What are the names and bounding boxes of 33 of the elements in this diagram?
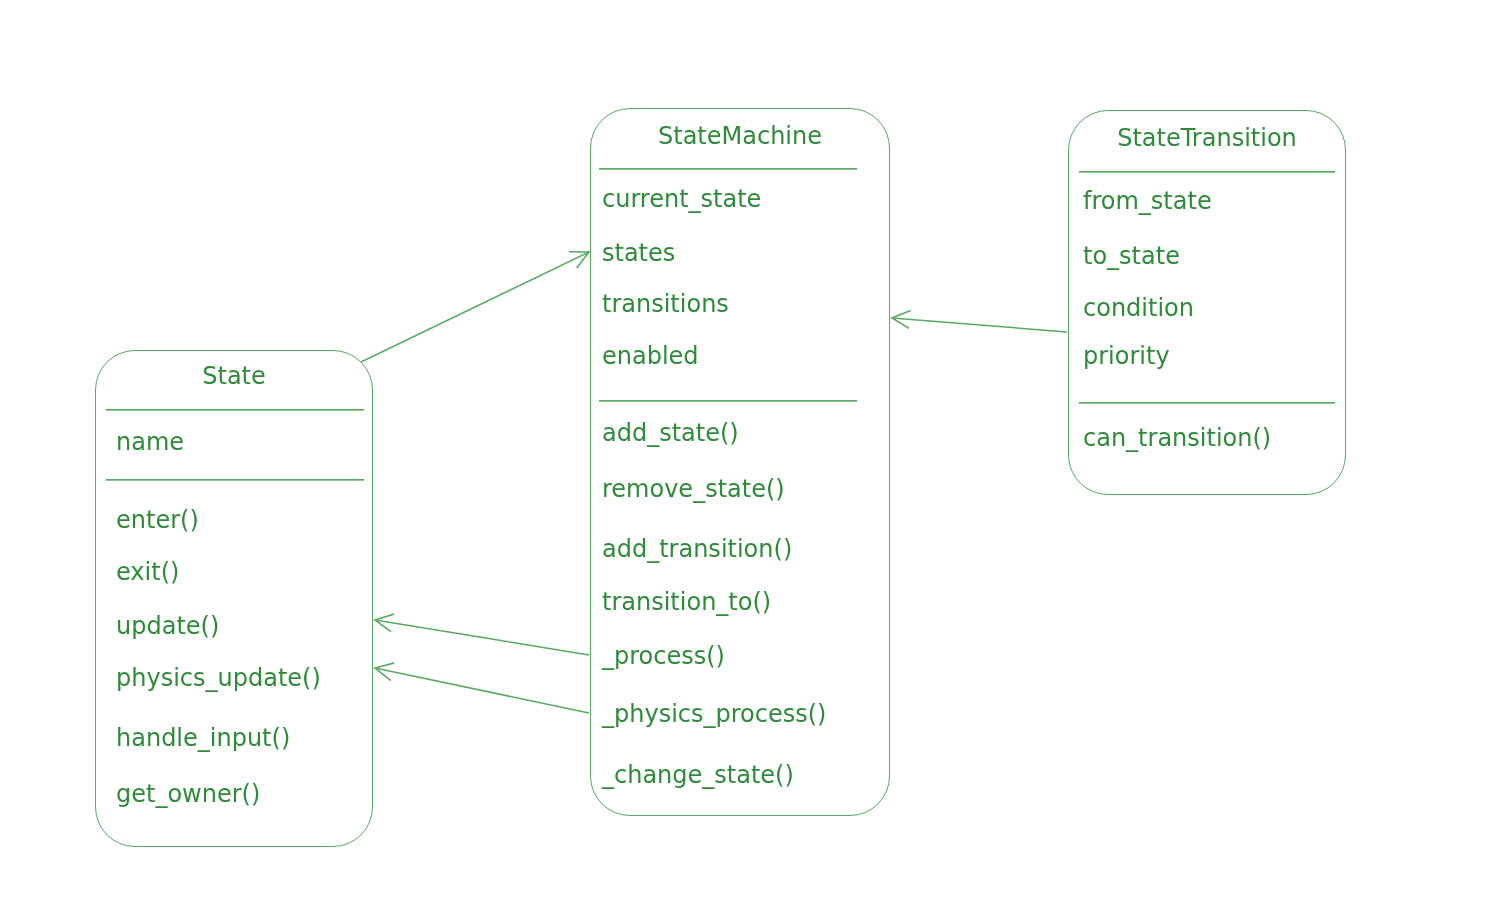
method-name: exit() — [116, 557, 180, 587]
method-name: add_transition() — [602, 534, 793, 564]
method-name: _process() — [602, 641, 725, 671]
attribute-name: from_state — [1083, 186, 1212, 216]
attribute-name: current_state — [602, 184, 762, 214]
method-name: _change_state() — [602, 760, 794, 790]
method-name: physics_update() — [116, 663, 321, 693]
class-box — [590, 108, 890, 816]
attribute-name: enabled — [602, 341, 699, 371]
method-name: remove_state() — [602, 474, 785, 504]
attribute-name: condition — [1083, 293, 1194, 323]
method-name: _physics_process() — [602, 699, 827, 729]
attribute-name: priority — [1083, 341, 1170, 371]
method-name: get_owner() — [116, 779, 261, 809]
arrow — [374, 613, 590, 656]
attribute-name: transitions — [602, 289, 729, 319]
attribute-name: states — [602, 238, 676, 268]
arrow — [360, 250, 590, 363]
class-name: StateMachine — [657, 121, 823, 151]
class-box — [1068, 110, 1346, 495]
method-name: enter() — [116, 505, 199, 535]
attribute-name: name — [116, 427, 185, 457]
attribute-name: to_state — [1083, 241, 1180, 271]
class-name: StateTransition — [1116, 123, 1298, 153]
class-name: State — [201, 361, 267, 391]
method-name: update() — [116, 611, 220, 641]
class-box — [95, 350, 373, 847]
arrow — [891, 309, 1068, 333]
method-name: handle_input() — [116, 723, 291, 753]
method-name: can_transition() — [1083, 423, 1272, 453]
arrow — [374, 662, 590, 714]
method-name: add_state() — [602, 418, 739, 448]
method-name: transition_to() — [602, 587, 772, 617]
